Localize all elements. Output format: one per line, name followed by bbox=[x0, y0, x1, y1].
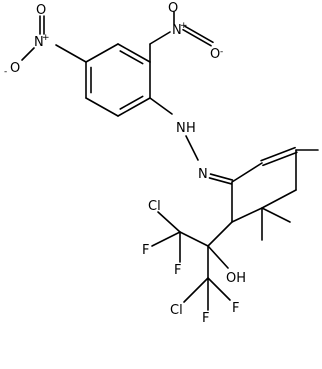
bond bbox=[117, 97, 151, 117]
bond bbox=[207, 277, 231, 301]
bond bbox=[261, 189, 297, 209]
bond-inner bbox=[119, 50, 144, 65]
bond bbox=[21, 47, 35, 61]
bond bbox=[149, 31, 171, 45]
bond bbox=[207, 245, 229, 269]
bond-inner bbox=[119, 95, 144, 110]
bond bbox=[260, 146, 296, 162]
bond bbox=[85, 43, 119, 63]
bond bbox=[85, 97, 119, 117]
bond bbox=[261, 207, 291, 223]
bond bbox=[209, 173, 234, 181]
bond bbox=[157, 211, 181, 233]
bond bbox=[185, 135, 199, 161]
bond bbox=[149, 97, 173, 115]
bond bbox=[262, 151, 298, 167]
bond bbox=[208, 177, 233, 185]
bond bbox=[151, 231, 181, 247]
bond bbox=[183, 277, 209, 303]
bond bbox=[184, 25, 214, 44]
bond bbox=[207, 221, 233, 247]
bond bbox=[231, 162, 263, 183]
bond bbox=[182, 28, 212, 47]
bond bbox=[55, 44, 87, 63]
bond bbox=[231, 207, 263, 223]
bond bbox=[179, 231, 209, 247]
bond bbox=[117, 43, 151, 63]
